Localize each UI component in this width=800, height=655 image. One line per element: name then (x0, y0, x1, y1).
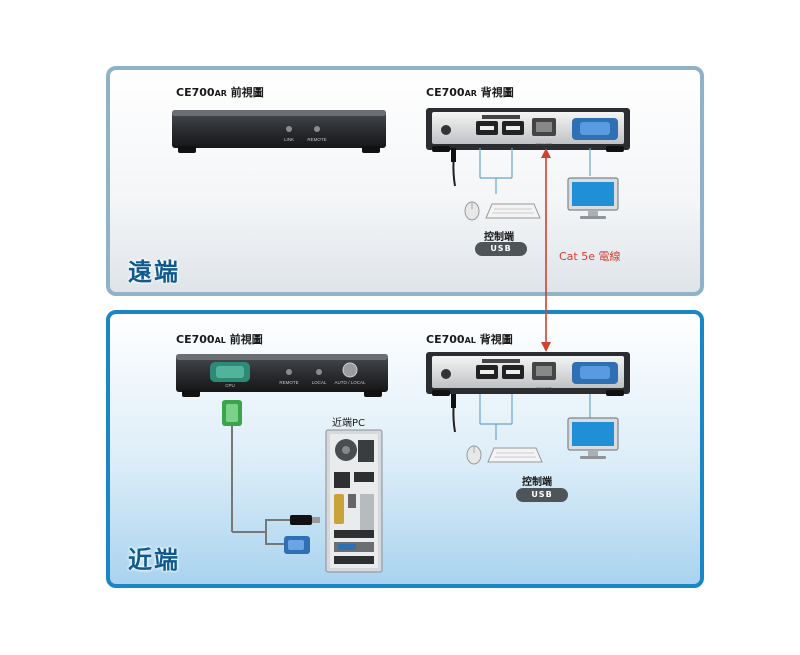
local-usb-badge: USB (516, 488, 568, 502)
svg-text:REMOTE: REMOTE (535, 386, 552, 391)
arrow-up-icon (541, 148, 551, 158)
remote-led-icon (314, 126, 320, 132)
remote-front-view-title: CE700AR 前視圖 (176, 86, 264, 99)
local-rear-unit: REMOTE (426, 352, 630, 396)
svg-text:LOCAL: LOCAL (312, 380, 327, 385)
svg-text:REMOTE: REMOTE (535, 142, 552, 147)
svg-text:AUTO / LOCAL: AUTO / LOCAL (335, 380, 366, 385)
local-zone-label: 近端 (128, 546, 180, 574)
local-pc-label: 近端PC (332, 418, 366, 429)
cat5e-cable-label: Cat 5e 電線 (559, 250, 621, 263)
usb-connector-icon (290, 515, 312, 525)
power-cable-icon (451, 394, 456, 433)
remote-zone-label: 遠端 (128, 258, 180, 286)
local-pc-tower-icon (325, 429, 383, 573)
power-jack-icon (441, 369, 451, 379)
remote-usb-badge: USB (475, 242, 527, 256)
power-cable-icon (451, 148, 456, 187)
local-monitor-icon (567, 417, 619, 459)
port-label-link: LINK (284, 137, 294, 142)
remote-mouse-keyboard (464, 201, 541, 221)
remote-rear-unit: REMOTE (426, 108, 630, 152)
svg-text:REMOTE: REMOTE (279, 380, 298, 385)
svg-text:CPU: CPU (225, 383, 235, 388)
remote-console-label: 控制端 (484, 232, 514, 243)
remote-rear-view-title: CE700AR 背視圖 (426, 86, 514, 99)
local-front-unit: CPU REMOTE LOCAL AUTO / LOCAL (176, 354, 388, 397)
local-front-view-title: CE700AL 前視圖 (176, 333, 263, 346)
link-led-icon (286, 126, 292, 132)
remote-monitor-icon (567, 177, 619, 219)
local-console-connectors (479, 394, 591, 440)
local-kvm-cable (222, 400, 320, 554)
cat5e-cable (541, 148, 551, 352)
power-jack-icon (441, 125, 451, 135)
auto-local-button-icon (342, 362, 358, 378)
local-rear-view-title: CE700AL 背視圖 (426, 333, 513, 346)
arrow-down-icon (541, 342, 551, 352)
remote-front-unit: LINK REMOTE (172, 110, 386, 153)
keyboard-icon (487, 447, 543, 463)
local-led-icon (316, 369, 322, 375)
remote-console-connectors (479, 148, 591, 194)
local-console-label: 控制端 (522, 477, 552, 488)
local-mouse-keyboard (466, 445, 543, 465)
port-label-remote: REMOTE (307, 137, 326, 142)
remote-led-icon (286, 369, 292, 375)
keyboard-icon (485, 203, 541, 219)
